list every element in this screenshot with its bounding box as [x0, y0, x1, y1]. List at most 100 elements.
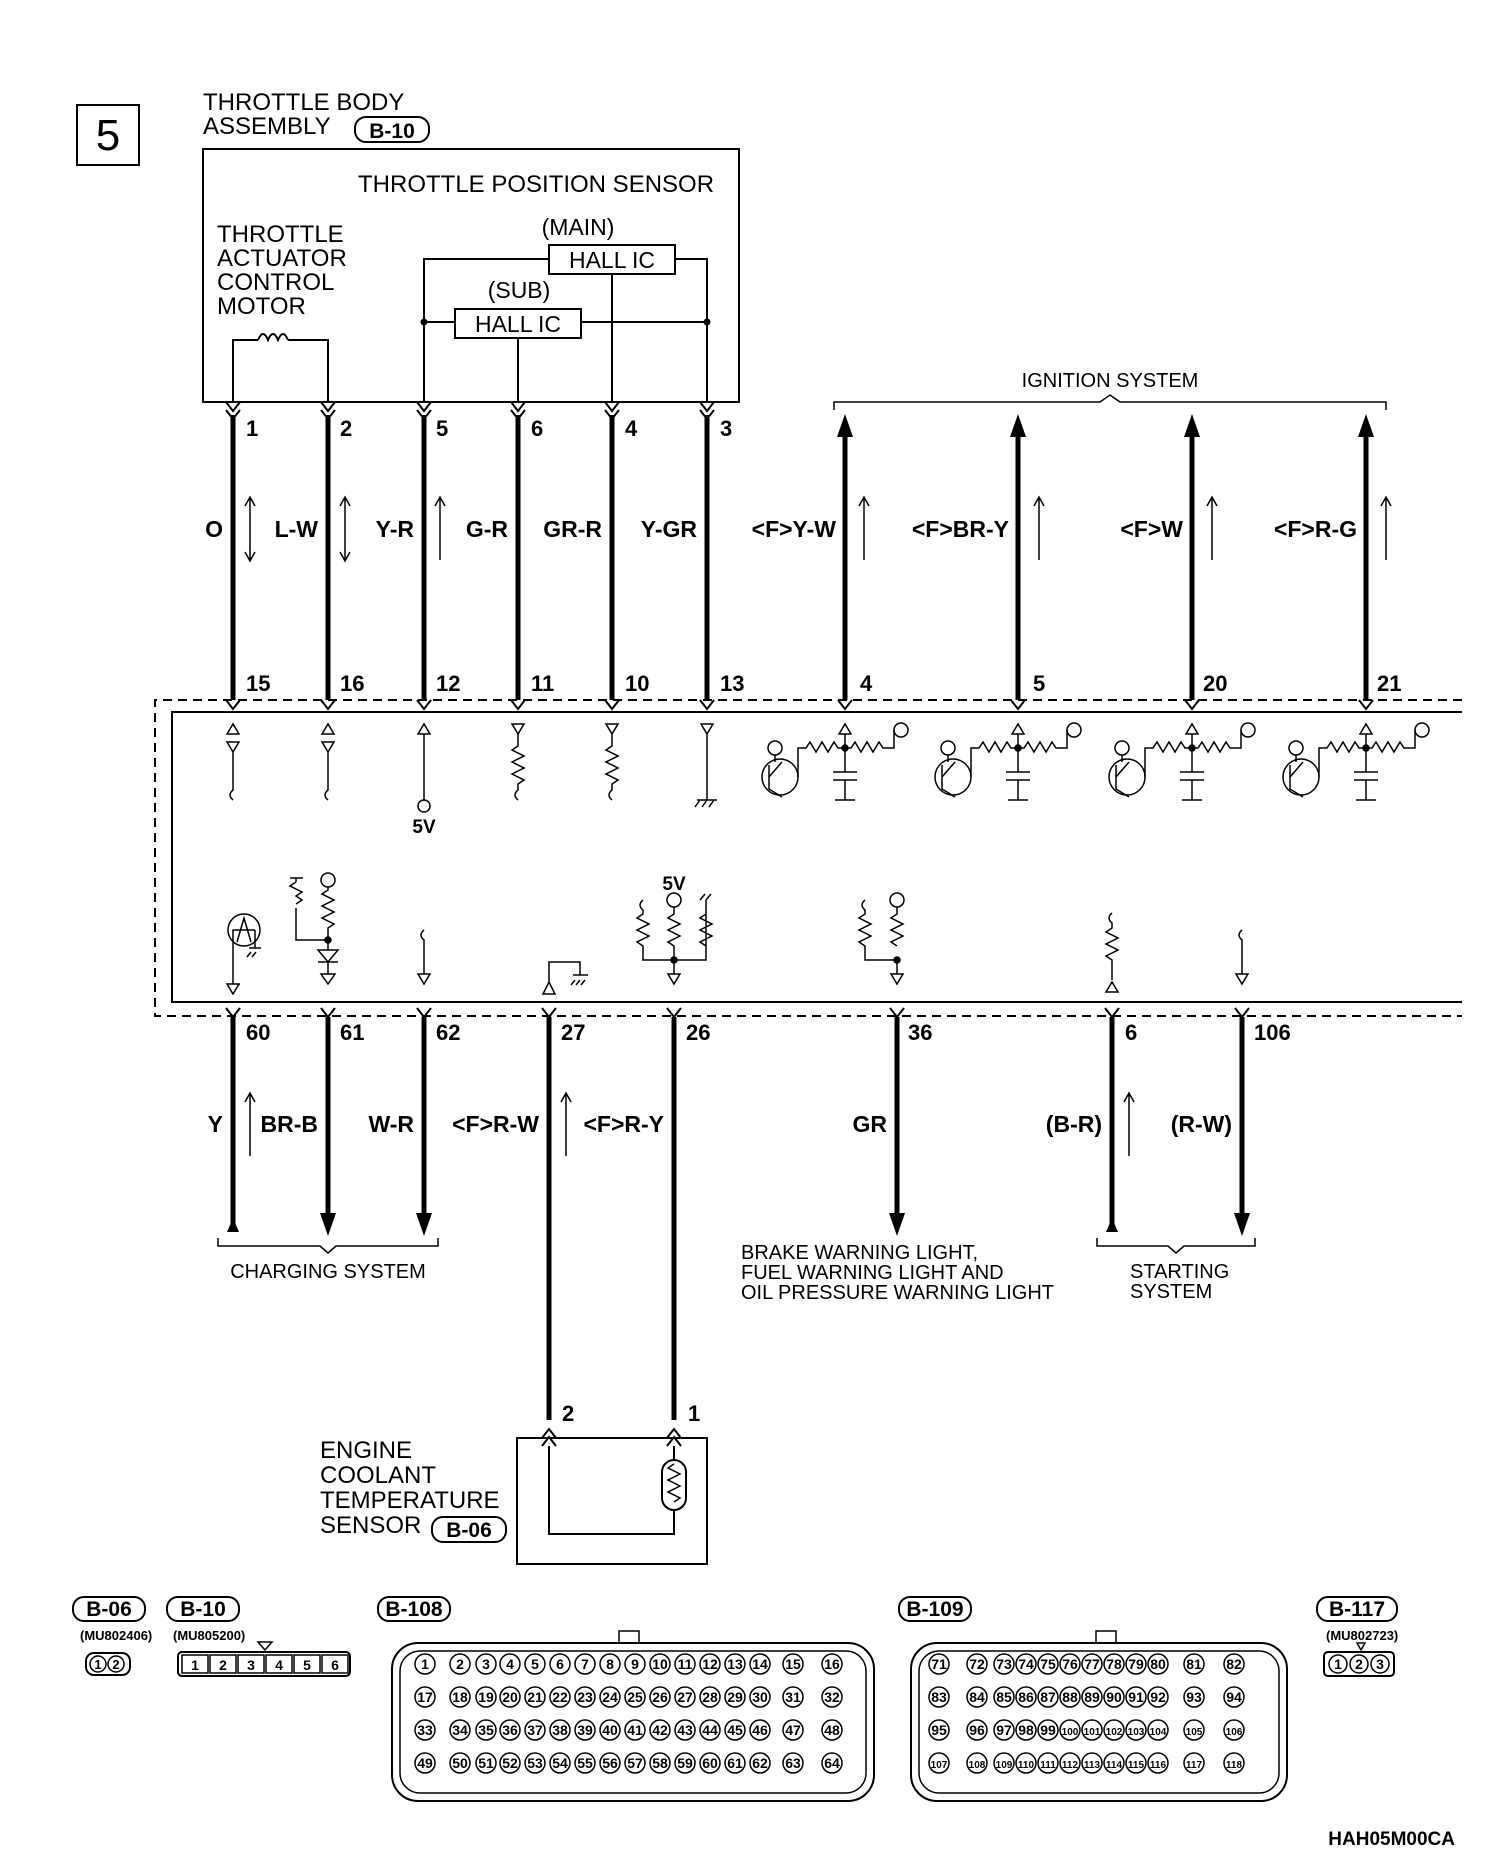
connector-pin	[414, 1653, 436, 1675]
connector-tag-b10-text: B-10	[369, 120, 415, 143]
connector-tag-b06-text: B-06	[446, 1519, 492, 1542]
connector-pin	[782, 1752, 804, 1774]
connector-b117-tag	[1316, 1596, 1398, 1622]
connector-pin	[599, 1719, 621, 1741]
connector-pin-label: 51	[478, 1755, 494, 1771]
ecu-pin-26: 26	[686, 1020, 710, 1045]
connector-pin	[1015, 1719, 1037, 1741]
connector-pin	[1015, 1752, 1037, 1774]
connector-tag-b10	[354, 116, 430, 143]
connector-pin	[549, 1719, 571, 1741]
hall-ic-main-text: HALL IC	[569, 247, 655, 273]
connector-b108-body	[391, 1642, 875, 1802]
connector-pin	[928, 1752, 950, 1774]
connector-pin	[649, 1719, 671, 1741]
connector-pin	[1037, 1719, 1059, 1741]
sub-label: (SUB)	[488, 277, 551, 303]
ecu-pin-20: 20	[1203, 671, 1227, 696]
connector-pin	[449, 1719, 471, 1741]
connector-pin-label: 99	[1040, 1722, 1056, 1738]
wire-color-B-R: (B-R)	[1046, 1111, 1102, 1137]
ecu-pin-10: 10	[625, 671, 649, 696]
connector-pin	[821, 1686, 843, 1708]
connector-pin-label: 10	[652, 1656, 668, 1672]
connector-b117-name: B-117	[1329, 1598, 1385, 1621]
ecu-internal-bottom	[225, 872, 1250, 996]
connector-pin-label: 43	[677, 1722, 693, 1738]
connector-tag-b06	[431, 1516, 507, 1543]
connector-pin-label: 32	[824, 1689, 840, 1705]
wire-color-W-R: W-R	[368, 1111, 414, 1137]
ect-sensor-box	[516, 1437, 708, 1565]
connector-pin-label: 58	[652, 1755, 668, 1771]
connector-pin	[524, 1653, 546, 1675]
throttle-pin-6: 6	[531, 416, 543, 441]
connector-pin-label: 39	[577, 1722, 593, 1738]
connector-pin-label: 88	[1062, 1689, 1078, 1705]
b10-pin-4: 4	[275, 1657, 283, 1673]
connector-pin	[699, 1752, 721, 1774]
connector-b06-tag	[72, 1596, 146, 1622]
connector-pin-label: 117	[1186, 1760, 1203, 1771]
connector-pin	[549, 1686, 571, 1708]
connector-pin-label: 55	[577, 1755, 593, 1771]
ignition-system-label: IGNITION SYSTEM	[1022, 370, 1199, 392]
connector-b117-part: (MU802723)	[1326, 1628, 1398, 1643]
connector-pin	[499, 1719, 521, 1741]
connector-pin	[499, 1653, 521, 1675]
main-label: (MAIN)	[542, 214, 615, 240]
ect-pin-2: 2	[562, 1401, 574, 1426]
connector-b108-name: B-108	[385, 1598, 443, 1621]
connector-pin	[475, 1686, 497, 1708]
connector-pin	[1081, 1752, 1103, 1774]
connector-pin-label: 2	[456, 1656, 464, 1672]
connector-pin-label: 101	[1084, 1727, 1101, 1738]
connector-pin-label: 4	[506, 1656, 514, 1672]
connector-pin-label: 19	[478, 1689, 494, 1705]
ignition-wires	[842, 430, 1369, 700]
ect-label-3: TEMPERATURE	[320, 1487, 500, 1514]
figure-code: HAH05M00CA	[1328, 1829, 1455, 1850]
connector-pin-label: 106	[1226, 1727, 1243, 1738]
connector-pin	[599, 1752, 621, 1774]
connector-pin-label: 118	[1226, 1760, 1243, 1771]
connector-pin-label: 12	[702, 1656, 718, 1672]
connector-pin	[1183, 1686, 1205, 1708]
connector-pin-label: 103	[1128, 1727, 1145, 1738]
connector-pin-label: 61	[727, 1755, 743, 1771]
connector-pin	[1059, 1752, 1081, 1774]
connector-pin-label: 78	[1106, 1656, 1122, 1672]
connector-pin-label: 49	[417, 1755, 433, 1771]
connector-pin-label: 105	[1186, 1727, 1203, 1738]
connector-pin-label: 57	[627, 1755, 643, 1771]
wire-color-F-R-W: <F>R-W	[452, 1111, 539, 1137]
connector-pin	[524, 1686, 546, 1708]
connector-pin-label: 100	[1062, 1727, 1079, 1738]
connector-pin-label: 15	[785, 1656, 801, 1672]
wire-color-F-Y-W: <F>Y-W	[752, 516, 837, 542]
connector-pin	[414, 1752, 436, 1774]
connector-pin-label: 22	[552, 1689, 568, 1705]
connector-pin	[549, 1752, 571, 1774]
b10-pin-5: 5	[303, 1657, 311, 1673]
b10-pin-2: 2	[219, 1657, 227, 1673]
connector-pin-label: 5	[531, 1656, 539, 1672]
connector-pin-label: 71	[931, 1656, 947, 1672]
connector-pin	[574, 1653, 596, 1675]
connector-pin	[1147, 1752, 1169, 1774]
connector-pin-label: 18	[452, 1689, 468, 1705]
wire-color-F-R-G: <F>R-G	[1274, 516, 1357, 542]
ecu-pin-12: 12	[436, 671, 460, 696]
connector-pin	[499, 1686, 521, 1708]
ecu-internal-inputs	[225, 722, 717, 813]
connector-pin-label: 84	[969, 1689, 985, 1705]
connector-pin-label: 25	[627, 1689, 643, 1705]
connector-pin-label: 102	[1106, 1727, 1123, 1738]
connector-pin-label: 83	[931, 1689, 947, 1705]
connector-pin	[1081, 1719, 1103, 1741]
connector-pin	[1103, 1686, 1125, 1708]
connector-pin-label: 8	[606, 1656, 614, 1672]
b117-pin-1: 1	[1334, 1656, 1342, 1672]
connector-pin	[699, 1719, 721, 1741]
